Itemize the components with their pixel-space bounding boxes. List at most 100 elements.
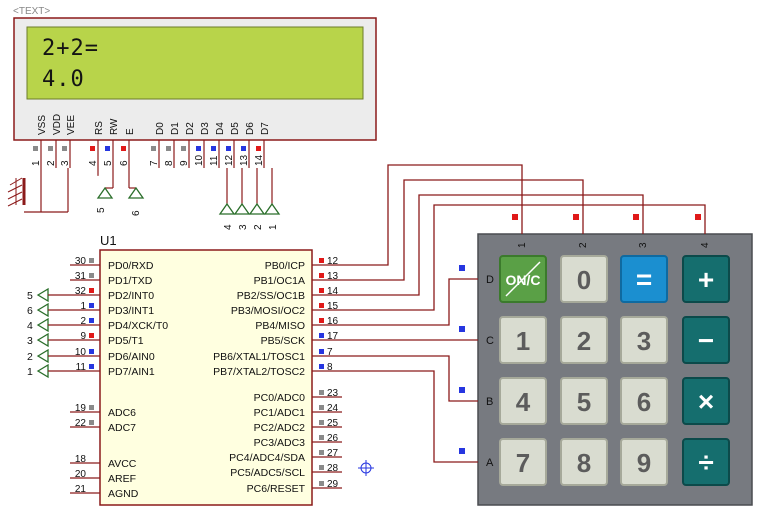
keypad-key[interactable]: 5	[560, 377, 608, 425]
bus-label-rw: 5	[96, 207, 107, 213]
pin-state-marker	[633, 214, 639, 220]
mcu-pin-number: 10	[75, 347, 87, 358]
mcu-pin-number: 28	[327, 463, 339, 474]
keypad-key[interactable]: 1	[499, 316, 547, 364]
lcd-pin-number: 2	[46, 160, 57, 166]
lcd-pin-label: E	[125, 128, 136, 135]
mcu-pin-label: AREF	[108, 473, 136, 485]
keypad-key[interactable]: ÷	[682, 438, 730, 486]
mcu-pin-label: PB4/MISO	[255, 320, 305, 332]
keypad-key[interactable]: 3	[620, 316, 668, 364]
keypad-key[interactable]: ON/C	[499, 255, 547, 303]
mcu-pin-number: 7	[327, 347, 333, 358]
mcu-pin-number: 22	[75, 418, 87, 429]
pin-state-marker	[241, 146, 246, 151]
keypad-key[interactable]: 7	[499, 438, 547, 486]
lcd-pin-number: 12	[224, 154, 235, 166]
pin-state-marker	[459, 387, 465, 393]
mcu-pin-number: 31	[75, 271, 87, 282]
keypad-key[interactable]: −	[682, 316, 730, 364]
key-label: −	[698, 325, 714, 356]
mcu-pin-label: PD1/TXD	[108, 275, 153, 287]
pin-state-marker	[62, 146, 67, 151]
pin-state-marker	[89, 288, 94, 293]
keypad-key[interactable]: 0	[560, 255, 608, 303]
mcu-pin-label: PD2/INT0	[108, 290, 154, 302]
mcu-pin-label: PB3/MOSI/OC2	[231, 305, 305, 317]
pin-state-marker	[319, 258, 324, 263]
mcu-pin-number: 17	[327, 331, 339, 342]
keypad-key[interactable]: +	[682, 255, 730, 303]
lcd-pin-number: 6	[119, 160, 130, 166]
bus-label-data: 2	[253, 224, 264, 230]
keypad-row-label: C	[486, 335, 494, 347]
lcd-pin-number: 11	[209, 155, 220, 166]
keypad-key[interactable]: 2	[560, 316, 608, 364]
crosshair-icon	[358, 460, 374, 476]
keypad-key[interactable]: 8	[560, 438, 608, 486]
mcu-pin-label: PD5/T1	[108, 335, 144, 347]
key-label: 0	[577, 265, 591, 295]
key-label: +	[698, 264, 714, 295]
keypad-key[interactable]: 6	[620, 377, 668, 425]
lcd-pin-label: D7	[260, 122, 271, 135]
mcu-pin-label: PC5/ADC5/SCL	[230, 467, 305, 479]
lcd-pin-number: 13	[239, 154, 250, 166]
mcu-pin-number: 1	[80, 301, 86, 312]
lcd-screen	[26, 26, 364, 100]
pin-state-marker	[89, 333, 94, 338]
bus-label-data: 4	[223, 224, 234, 230]
keypad-key[interactable]: 9	[620, 438, 668, 486]
mcu-pin-label: PB7/XTAL2/TOSC2	[213, 366, 305, 378]
mcu-pin-label: PB2/SS/OC1B	[237, 290, 305, 302]
bus-arrow-icon	[36, 302, 49, 318]
pin-state-marker	[319, 333, 324, 338]
keypad-col-label: 3	[638, 242, 649, 248]
key-label: 5	[577, 387, 591, 417]
key-label: ×	[698, 386, 714, 417]
keypad-col-label: 1	[517, 242, 528, 248]
mcu-pin-number: 21	[75, 484, 87, 495]
pin-state-marker	[89, 303, 94, 308]
keypad-key[interactable]: ×	[682, 377, 730, 425]
bus-label: 2	[27, 351, 33, 363]
mcu-pin-number: 32	[75, 286, 87, 297]
lcd-module[interactable]: VSS1VDD2VEE3RS4RW5E6D07D18D29D310D411D51…	[13, 17, 377, 168]
pin-state-marker	[319, 481, 324, 486]
keypad-row-label: B	[486, 396, 493, 408]
key-label: 1	[516, 326, 530, 356]
key-label: 4	[516, 387, 531, 417]
mcu-pin-number: 26	[327, 433, 339, 444]
bus-arrow-icon	[96, 186, 114, 199]
key-label: 2	[577, 326, 591, 356]
mcu-pin-number: 9	[80, 331, 86, 342]
mcu-pin-number: 8	[327, 362, 333, 373]
keypad-key[interactable]: =	[620, 255, 668, 303]
bus-label: 6	[27, 305, 33, 317]
keypad-col-label: 4	[700, 242, 711, 248]
keypad-row-label: A	[486, 457, 494, 469]
mcu-left-pins: PD0/RXD30PD1/TXD31PD2/INT032PD3/INT11PD4…	[70, 256, 168, 500]
pin-state-marker	[48, 146, 53, 151]
key-label: 7	[516, 448, 530, 478]
mcu-pin-label: PD4/XCK/T0	[108, 320, 168, 332]
mcu-pin-number: 18	[75, 454, 87, 465]
mcu-pin-number: 19	[75, 403, 87, 414]
pin-state-marker	[695, 214, 701, 220]
key-label: ON/C	[506, 272, 541, 288]
pin-state-marker	[459, 265, 465, 271]
key-label: ÷	[698, 447, 713, 478]
keypad-key[interactable]: 4	[499, 377, 547, 425]
microcontroller[interactable]: U1 PD0/RXD30PD1/TXD31PD2/INT032PD3/INT11…	[27, 233, 342, 506]
mcu-pin-number: 13	[327, 271, 339, 282]
pin-state-marker	[319, 273, 324, 278]
bus-arrow-icon	[127, 186, 145, 199]
pin-state-marker	[319, 303, 324, 308]
key-label: =	[636, 264, 652, 295]
bus-arrow-icon	[36, 332, 49, 348]
pin-state-marker	[459, 448, 465, 454]
